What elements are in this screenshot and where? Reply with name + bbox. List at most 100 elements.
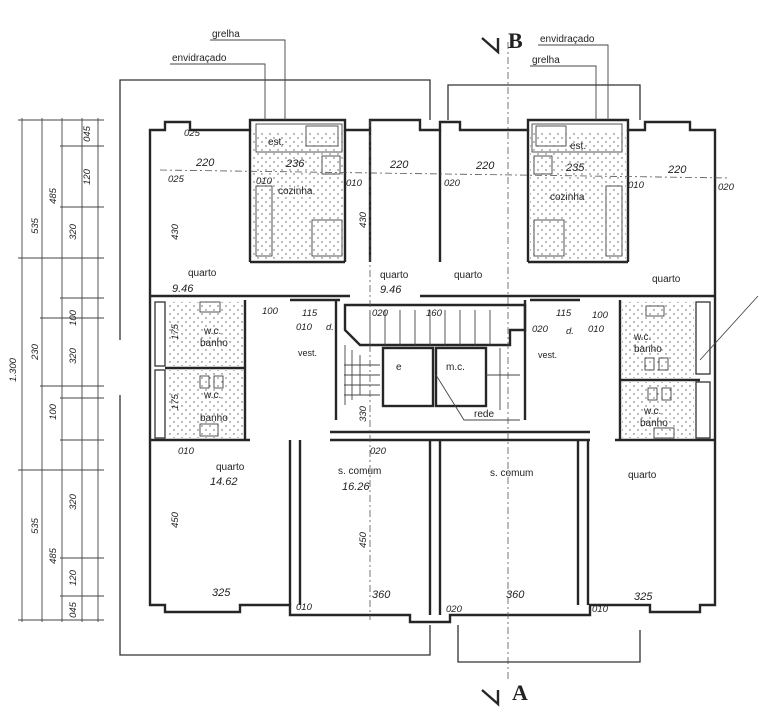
left-dim-7: 320 (68, 347, 79, 364)
quarto-ne-label: quarto (652, 274, 681, 285)
svg-text:010: 010 (296, 322, 313, 333)
est-left-label: est. (268, 137, 284, 148)
svg-text:450: 450 (170, 511, 181, 528)
dimension-labels: 025 025 220 236 220 220 235 220 010 010 … (168, 128, 735, 615)
quarto-nw-label: quarto (188, 268, 217, 279)
left-dim-2: 485 (48, 187, 59, 204)
svg-text:020: 020 (446, 604, 463, 615)
machine-room-label: m.c. (446, 362, 465, 373)
svg-text:d.: d. (326, 322, 334, 333)
svg-text:010: 010 (178, 446, 195, 457)
svg-text:100: 100 (592, 310, 609, 321)
scomum-left-label: s. comum (338, 466, 381, 477)
vest-left-label: vest. (298, 348, 317, 358)
svg-text:010: 010 (628, 180, 645, 191)
quarto-nc-label: quarto (380, 270, 409, 281)
elevator-shaft (381, 346, 435, 408)
wc-fixtures (154, 301, 711, 439)
svg-text:010: 010 (592, 604, 609, 615)
svg-text:175: 175 (170, 393, 181, 410)
quarto-nw-area: 9.46 (172, 283, 194, 295)
svg-text:010: 010 (256, 176, 273, 187)
svg-text:175: 175 (170, 323, 181, 340)
svg-text:020: 020 (532, 324, 549, 335)
left-dim-labels: 045 120 485 535 320 100 230 320 100 320 … (30, 125, 93, 618)
grelha-left-label: grelha (212, 29, 240, 40)
banho-right-2-label: banho (640, 418, 668, 429)
scomum-right-label: s. comum (490, 468, 533, 479)
left-dimension-ladder (18, 118, 104, 622)
svg-text:100: 100 (262, 306, 279, 317)
svg-text:360: 360 (372, 589, 391, 601)
left-dim-4: 320 (68, 223, 79, 240)
outer-envelope (119, 79, 641, 663)
kitchen-fixtures (255, 123, 623, 257)
svg-text:025: 025 (168, 174, 185, 185)
vest-right-label: vest. (538, 350, 557, 360)
kitchen-left-floor (252, 132, 344, 260)
svg-text:020: 020 (370, 446, 387, 457)
elevator-label: e (396, 362, 402, 373)
envidracado-right-label: envidraçado (540, 34, 595, 45)
callout-leaders (170, 39, 759, 421)
banho-right-1-label: banho (634, 344, 662, 355)
svg-text:115: 115 (556, 308, 572, 319)
svg-text:325: 325 (634, 591, 653, 603)
left-dim-12: 120 (68, 569, 79, 586)
left-dim-10: 535 (30, 517, 41, 534)
wc-left-1-floor (168, 302, 243, 366)
svg-text:010: 010 (588, 324, 605, 335)
svg-text:430: 430 (358, 211, 369, 228)
left-dim-8: 100 (48, 403, 59, 420)
quarto-nc-area: 9.46 (380, 284, 402, 296)
left-dim-1: 120 (82, 168, 93, 185)
left-dim-5: 100 (68, 309, 79, 326)
svg-text:220: 220 (475, 160, 495, 172)
wc-left-2-floor (168, 370, 243, 438)
svg-text:010: 010 (296, 602, 313, 613)
left-dim-6: 230 (30, 343, 41, 361)
wc-left-2-label: w.c. (203, 390, 221, 401)
left-dim-3: 535 (30, 217, 41, 234)
envidracado-left-label: envidraçado (172, 53, 227, 64)
quarto-sw-area: 14.62 (210, 476, 238, 488)
svg-text:330: 330 (358, 405, 369, 422)
svg-text:236: 236 (285, 158, 305, 170)
svg-text:450: 450 (358, 531, 369, 548)
svg-text:020: 020 (372, 308, 389, 319)
banho-left-2-label: banho (200, 413, 228, 424)
cozinha-left-label: cozinha (278, 186, 313, 197)
left-dim-0: 045 (82, 125, 93, 142)
svg-text:160: 160 (426, 308, 443, 319)
stair-core (334, 300, 527, 420)
wc-right-1-label: w.c. (633, 332, 651, 343)
wc-right-2-label: w.c. (643, 406, 661, 417)
svg-text:115: 115 (302, 308, 318, 319)
cozinha-right-label: cozinha (550, 192, 585, 203)
main-walls (148, 118, 717, 624)
rede-label: rede (474, 409, 494, 420)
banho-left-1-label: banho (200, 338, 228, 349)
section-a-label: A (512, 680, 528, 705)
svg-text:010: 010 (346, 178, 363, 189)
left-dim-13: 045 (68, 601, 79, 618)
svg-text:020: 020 (444, 178, 461, 189)
machine-room (434, 346, 488, 408)
wc-right-2-floor (622, 382, 694, 438)
quarto-sw-label: quarto (216, 462, 245, 473)
svg-text:220: 220 (667, 164, 687, 176)
wc-right-1-floor (622, 302, 694, 378)
svg-text:360: 360 (506, 589, 525, 601)
left-dim-total: 1.300 (8, 357, 19, 381)
svg-text:d.: d. (566, 326, 574, 337)
svg-text:025: 025 (184, 128, 201, 139)
kitchen-right-floor (530, 132, 626, 260)
svg-text:220: 220 (195, 157, 215, 169)
svg-text:220: 220 (389, 159, 409, 171)
scomum-left-area: 16.26 (342, 481, 370, 493)
left-dim-9: 320 (68, 493, 79, 510)
svg-text:235: 235 (565, 162, 585, 174)
svg-text:020: 020 (718, 182, 735, 193)
est-right-label: est. (570, 141, 586, 152)
